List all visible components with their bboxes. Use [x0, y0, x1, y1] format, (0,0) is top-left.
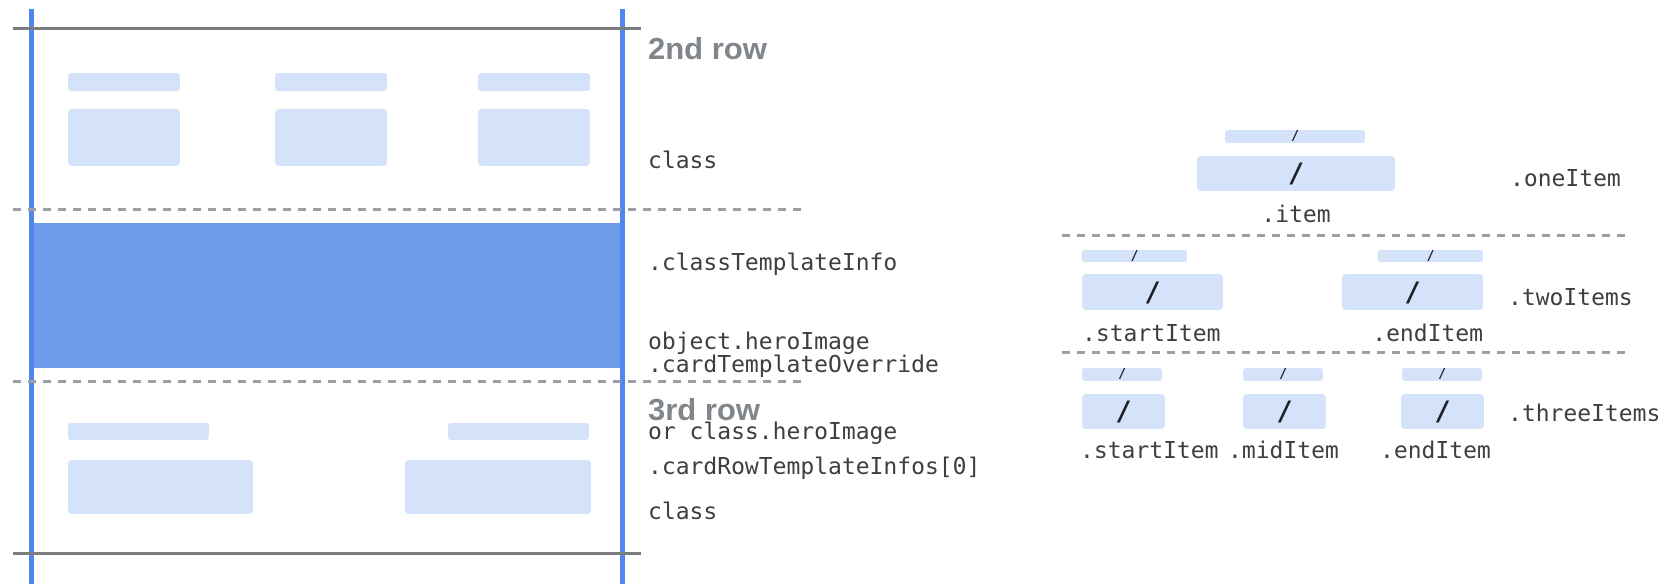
row3-code-block: class .classTemplateInfo .cardTemplateOv…: [648, 437, 980, 584]
row3-col2-value-bar: [405, 460, 591, 514]
row2-col2-label-bar: [275, 73, 387, 91]
slash-glyph: /: [1118, 367, 1126, 382]
slash-glyph: /: [1130, 248, 1139, 264]
slash-glyph: /: [1276, 396, 1293, 427]
slash-glyph: /: [1287, 158, 1305, 189]
row3-col1-value-bar: [68, 460, 253, 514]
card-left-guide-line: [29, 9, 34, 584]
three-items-start-label-bar: /: [1082, 368, 1162, 381]
row2-code-block: class .classTemplateInfo .cardTemplateOv…: [648, 76, 980, 552]
row2-col3-label-bar: [478, 73, 590, 91]
row2-col1-label-bar: [68, 73, 180, 91]
card-right-guide-line: [620, 9, 625, 584]
code-line: class: [648, 499, 718, 525]
one-item-item-label: .item: [1261, 202, 1331, 228]
two-items-start-label-bar: /: [1082, 248, 1187, 264]
one-item-label-bar: /: [1225, 130, 1365, 143]
code-line: object.heroImage: [648, 329, 870, 355]
three-items-mid-label-bar: /: [1243, 368, 1323, 381]
slash-glyph: /: [1291, 129, 1299, 144]
two-items-end-value-bar: /: [1342, 274, 1483, 310]
slash-glyph: /: [1404, 276, 1421, 308]
row3-col2-label-bar: [448, 423, 589, 440]
row2-col3-value-bar: [478, 109, 590, 166]
hero-image-band: [34, 223, 620, 368]
slash-glyph: /: [1144, 276, 1161, 308]
card-top-border-line: [13, 27, 641, 30]
two-three-divider-dashed-line: [1062, 351, 1630, 354]
one-two-divider-dashed-line: [1062, 234, 1630, 237]
row2-hero-divider-dashed-line: [13, 208, 802, 211]
two-items-row-label: .twoItems: [1508, 285, 1633, 311]
code-line: .cardRowTemplateInfos[0]: [648, 454, 981, 480]
row2-col1-value-bar: [68, 109, 180, 166]
card-bottom-border-line: [13, 552, 641, 555]
two-items-start-value-bar: /: [1082, 274, 1223, 310]
two-items-start-label: .startItem: [1082, 321, 1221, 347]
three-items-start-value-bar: /: [1082, 394, 1165, 429]
two-items-end-label-bar: /: [1378, 248, 1483, 264]
one-item-value-bar: /: [1197, 156, 1395, 191]
hero-code-block: object.heroImage or class.heroImage: [648, 267, 897, 507]
slash-glyph: /: [1438, 367, 1446, 382]
row2-col2-value-bar: [275, 109, 387, 166]
three-items-mid-label: .midItem: [1228, 438, 1339, 464]
slash-glyph: /: [1115, 396, 1132, 427]
two-items-end-label: .endItem: [1372, 321, 1483, 347]
code-line: or class.heroImage: [648, 419, 898, 445]
code-line: .cardTemplateOverride: [648, 352, 939, 378]
row3-heading: 3rd row: [648, 392, 760, 427]
slash-glyph: /: [1434, 396, 1451, 427]
code-line: class: [648, 148, 718, 174]
slash-glyph: /: [1426, 248, 1435, 264]
three-items-start-label: .startItem: [1080, 438, 1219, 464]
three-items-mid-value-bar: /: [1243, 394, 1326, 429]
code-line: .classTemplateInfo: [648, 250, 898, 276]
one-item-row-label: .oneItem: [1510, 166, 1621, 192]
three-items-row-label: .threeItems: [1508, 401, 1661, 427]
three-items-end-label-bar: /: [1402, 368, 1482, 381]
slash-glyph: /: [1279, 367, 1287, 382]
three-items-end-label: .endItem: [1380, 438, 1491, 464]
three-items-end-value-bar: /: [1401, 394, 1484, 429]
row3-col1-label-bar: [68, 423, 209, 440]
row2-heading: 2nd row: [648, 31, 767, 66]
hero-row3-divider-dashed-line: [13, 380, 802, 383]
